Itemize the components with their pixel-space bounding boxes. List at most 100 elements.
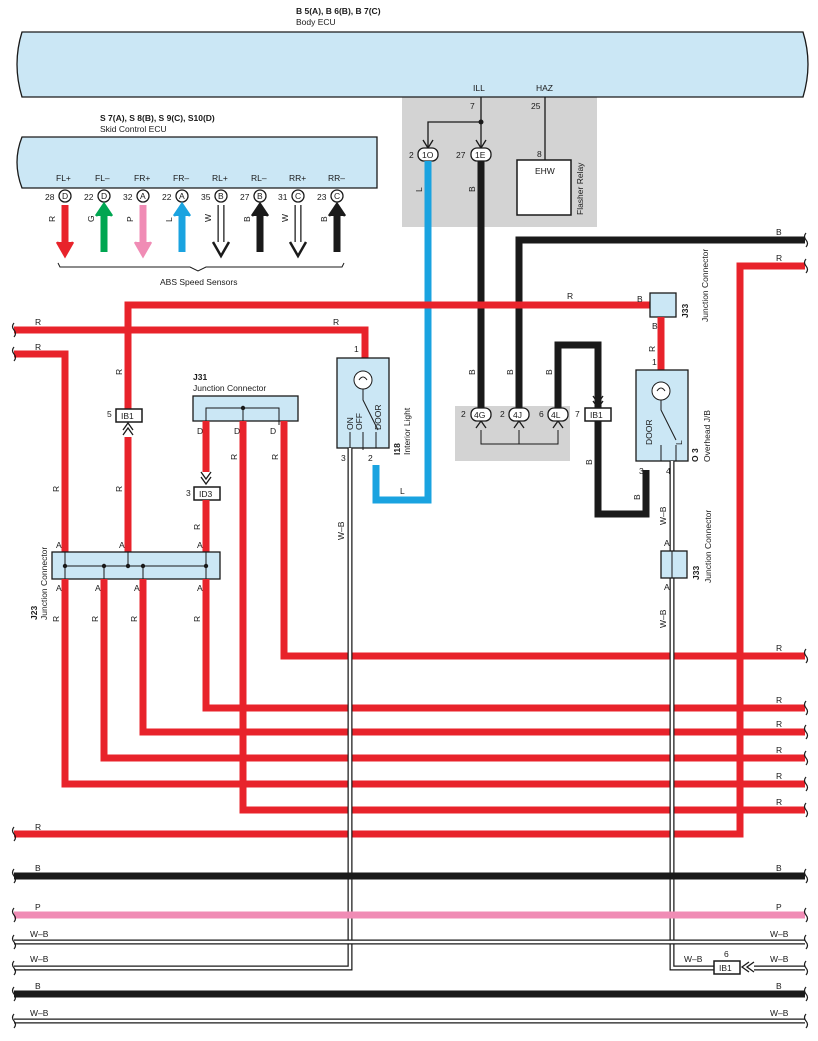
break-mark <box>803 960 809 976</box>
break-mark <box>803 934 809 950</box>
skid-pin-label: RL– <box>251 173 267 183</box>
wire-b-label-right: B <box>776 227 782 237</box>
svg-text:R: R <box>192 616 202 622</box>
wire-r-left-j23 <box>14 350 69 552</box>
ib1-bottom-id: IB1 <box>719 963 732 973</box>
svg-text:R: R <box>51 616 61 622</box>
flasher-terminal: EHW <box>535 166 555 176</box>
ib1-mid <box>584 407 612 422</box>
sensor-arrow <box>94 201 114 217</box>
conn-4g-num: 2 <box>461 409 466 419</box>
skid-pin-conn-id: B <box>257 191 263 201</box>
wire-r-label-right-top: R <box>776 253 782 263</box>
sensor-wire-label: G <box>86 215 96 222</box>
overhead-door: DOOR <box>644 420 654 446</box>
svg-text:A: A <box>197 583 203 593</box>
svg-text:B: B <box>776 863 782 873</box>
id3-num: 3 <box>186 488 191 498</box>
flasher-pin: 8 <box>537 149 542 159</box>
interior-off: OFF <box>354 413 364 430</box>
overhead-name: Overhead J/B <box>702 410 712 462</box>
wire-l-interior <box>372 161 432 504</box>
sensor-arrow <box>172 201 192 217</box>
interior-pin1: 1 <box>354 344 359 354</box>
pin-ill-label: ILL <box>473 83 485 93</box>
svg-text:R: R <box>129 616 139 622</box>
right-r-labels: R R R R R R <box>776 643 782 807</box>
overhead-code: O 3 <box>690 448 700 462</box>
svg-text:A: A <box>134 583 140 593</box>
sensor-wire-label: L <box>164 217 174 222</box>
sensor-wire-label: W <box>203 214 213 222</box>
interior-lamp-filament <box>358 376 368 381</box>
wire-r-label-left2: R <box>35 342 41 352</box>
interior-door: DOOR <box>373 405 383 431</box>
skid-pin-num: 22 <box>84 192 94 202</box>
wire-wb-interior-inner <box>14 448 352 970</box>
skid-pin-conn-id: A <box>140 191 146 201</box>
conn-4g-id: 4G <box>474 410 485 420</box>
svg-text:R: R <box>776 695 782 705</box>
wire-r-right-tall <box>14 262 805 838</box>
overhead-switch-icon <box>660 400 677 461</box>
j31-code: J31 <box>193 372 207 382</box>
wire-wb-label-overhead1: W–B <box>658 506 668 525</box>
sensor-wire-label: R <box>47 216 57 222</box>
sensor-wire-label: B <box>242 216 252 222</box>
sensor-wire-label: P <box>125 216 135 222</box>
sensor-arrow <box>133 241 153 259</box>
interior-switch-icon <box>349 389 379 450</box>
conn-4g <box>470 407 492 422</box>
break-mark <box>11 346 17 362</box>
body-ecu-name: Body ECU <box>296 17 336 27</box>
svg-text:W–B: W–B <box>770 954 789 964</box>
skid-pin-label: RR– <box>328 173 345 183</box>
wire-r-label-ib1: R <box>114 486 124 492</box>
break-mark <box>11 960 17 976</box>
j33-top-name: Junction Connector <box>700 249 710 322</box>
break-mark <box>803 232 809 248</box>
skid-ecu-connectors: S 7(A), S 8(B), S 9(C), S10(D) <box>100 113 215 123</box>
skid-pin-num: 22 <box>162 192 172 202</box>
overhead-l: L <box>674 440 684 445</box>
svg-text:B: B <box>776 981 782 991</box>
svg-text:A: A <box>197 540 203 550</box>
wire-r-label-mid1: R <box>333 317 339 327</box>
j23-code: J23 <box>29 606 39 620</box>
j31-pin-d1: D <box>197 426 203 436</box>
ib1-left-arrow <box>122 421 134 436</box>
ib1-bottom-num: 6 <box>724 949 729 959</box>
svg-text:W–B: W–B <box>770 1008 789 1018</box>
ib1-bottom-arrow <box>740 961 755 973</box>
skid-pin-conn-id: A <box>179 191 185 201</box>
overhead-pin4: 4 <box>666 466 671 476</box>
interior-pin2: 2 <box>368 453 373 463</box>
overhead-lamp-icon <box>651 381 671 401</box>
conn-1o-num: 2 <box>409 150 414 160</box>
break-mark <box>803 907 809 923</box>
ib1-left-id: IB1 <box>121 411 134 421</box>
ill-junction-dot <box>478 119 484 125</box>
skid-pin-connector <box>291 189 305 203</box>
wire-r-j33-top <box>124 301 650 410</box>
skid-pin-num: 27 <box>240 192 250 202</box>
overhead-lamp-filament <box>656 387 666 392</box>
wire-r-label-128: R <box>114 369 124 375</box>
skid-ecu-block <box>16 136 378 189</box>
svg-text:B: B <box>35 981 41 991</box>
sensor-arrow <box>55 241 75 259</box>
svg-text:W–B: W–B <box>30 929 49 939</box>
break-mark <box>803 986 809 1002</box>
skid-pin-num: 23 <box>317 192 327 202</box>
wire-r-label-j33: R <box>647 346 657 352</box>
abs-sensors-brace <box>57 262 345 272</box>
flasher-relay-name: Flasher Relay <box>575 162 585 215</box>
j23-dots <box>62 563 209 569</box>
mid-conn-bus <box>480 430 559 445</box>
wire-l-label-2: L <box>400 486 405 496</box>
sensor-arrow <box>288 241 308 259</box>
interior-lamp-icon <box>353 370 373 390</box>
wire-b-label-ib1: B <box>584 459 594 465</box>
j33-mid-pin-bot: A <box>664 582 670 592</box>
